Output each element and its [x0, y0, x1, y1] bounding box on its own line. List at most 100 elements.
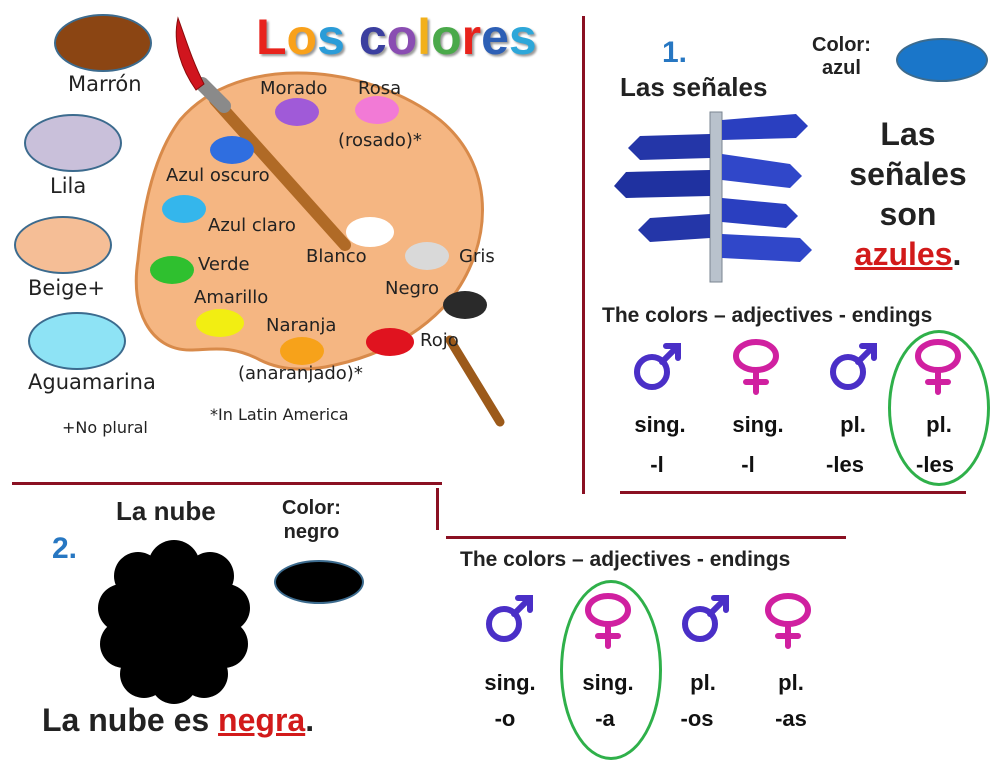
male-icon: [830, 343, 877, 390]
label-azul-oscuro: Azul oscuro: [166, 165, 270, 186]
label-negro: Negro: [385, 278, 439, 299]
label-rosa: Rosa: [358, 78, 402, 99]
label-morado: Morado: [260, 78, 328, 99]
cloud-image: [98, 540, 250, 704]
title-letter: s: [508, 9, 537, 65]
label-azul-claro: Azul claro: [208, 215, 296, 236]
sentence-line: son: [879, 196, 937, 232]
label-anaranjado: (anaranjado)*: [238, 363, 363, 384]
sign-arrow: [722, 154, 802, 188]
sign-arrow: [722, 114, 808, 140]
section2-number: 2.: [52, 532, 78, 565]
section2-endings-title: The colors – adjectives - endings: [460, 548, 791, 571]
dot-blanco: [346, 217, 394, 247]
color-label-line: Color:: [282, 497, 341, 519]
color-label-value: negro: [283, 521, 340, 543]
sign-arrow: [722, 198, 798, 228]
label-verde: Verde: [198, 254, 250, 275]
highlight-plural-feminine: [888, 330, 990, 486]
label-blanco: Blanco: [306, 246, 367, 267]
section1-ending: -l: [650, 452, 664, 477]
section2-number-label: pl.: [690, 670, 716, 695]
sign-arrow: [614, 170, 710, 198]
male-icon: [682, 595, 729, 642]
label-lila: Lila: [50, 174, 87, 198]
horizontal-divider-right: [620, 491, 966, 494]
section1-number-label: sing.: [634, 412, 686, 437]
dot-verde: [150, 256, 194, 284]
page-title: Los colores: [256, 8, 537, 66]
section1-number-label: pl.: [840, 412, 866, 437]
dot-rojo: [366, 328, 414, 356]
section1-color-label: Color: azul: [812, 34, 871, 80]
palette-handle: [445, 335, 505, 427]
sentence-line: señales: [849, 156, 967, 192]
adjective-azules: azules: [854, 236, 953, 272]
horizontal-divider-bottom: [446, 536, 846, 539]
swatch-marron: [54, 14, 152, 72]
swatch-beige: [14, 216, 112, 274]
title-letter: s: [317, 9, 345, 65]
brush-handle: [209, 94, 351, 251]
section2-heading: La nube: [116, 496, 216, 526]
label-gris: Gris: [459, 246, 495, 267]
sentence-start: La nube es: [42, 702, 219, 738]
label-marron: Marrón: [68, 72, 142, 96]
male-icon: [486, 595, 533, 642]
no-plural-note: +No plural: [62, 418, 148, 437]
title-letter: e: [481, 9, 509, 65]
title-letter: o: [286, 9, 318, 65]
male-icon: [634, 343, 681, 390]
title-letter: L: [256, 9, 287, 65]
color-label-value: azul: [821, 57, 861, 79]
section2-swatch: [274, 560, 364, 604]
highlight-singular-feminine: [560, 580, 662, 760]
sentence-period: .: [305, 702, 315, 738]
title-letter: c: [358, 9, 387, 65]
section1-endings-title: The colors – adjectives - endings: [602, 304, 933, 327]
color-label-line: Color:: [812, 34, 871, 56]
section1-heading: Las señales: [620, 72, 768, 102]
section2-number-label: sing.: [582, 670, 634, 695]
title-letter: l: [417, 9, 432, 65]
section1-number-label: sing.: [732, 412, 784, 437]
latin-america-note: *In Latin America: [210, 405, 349, 424]
section1-ending: -l: [741, 452, 755, 477]
section2-ending: -as: [775, 706, 807, 731]
dot-azul-claro: [162, 195, 206, 223]
sentence-period: .: [952, 236, 962, 272]
section1-number: 1.: [662, 36, 688, 69]
palette-graphic: [134, 16, 505, 427]
sentence-line: Las: [880, 116, 936, 152]
sentence-line: azules.: [838, 234, 978, 274]
female-icon: [765, 593, 811, 649]
swatch-lila: [24, 114, 122, 172]
dot-naranja: [280, 337, 324, 365]
vertical-divider-small: [436, 488, 439, 530]
sign-arrow: [722, 234, 812, 262]
dot-rosa: [355, 96, 399, 124]
section1-ending: -les: [916, 452, 954, 477]
sign-arrow: [628, 134, 710, 160]
section1-number-label: pl.: [926, 412, 952, 437]
swatch-aguamarina: [28, 312, 126, 370]
label-beige: Beige+: [28, 276, 106, 300]
title-letter: r: [461, 9, 482, 65]
section1-sentence: Las señales son azules.: [838, 114, 978, 274]
dot-morado: [275, 98, 319, 126]
vertical-divider-top: [582, 16, 585, 494]
horizontal-divider-left: [12, 482, 442, 485]
section2-color-label: Color: negro: [282, 496, 341, 544]
dot-gris: [405, 242, 449, 270]
adjective-negra: negra: [218, 702, 306, 738]
section2-ending: -os: [680, 706, 714, 731]
brush-ferrule: [195, 77, 231, 113]
sign-arrow: [638, 214, 710, 242]
label-rojo: Rojo: [420, 330, 459, 351]
label-aguamarina: Aguamarina: [28, 370, 156, 394]
label-amarillo: Amarillo: [194, 287, 269, 308]
brush-tip: [175, 16, 205, 91]
dot-amarillo: [196, 309, 244, 337]
dot-negro: [443, 291, 487, 319]
section2-sentence: La nube es negra.: [42, 702, 314, 739]
